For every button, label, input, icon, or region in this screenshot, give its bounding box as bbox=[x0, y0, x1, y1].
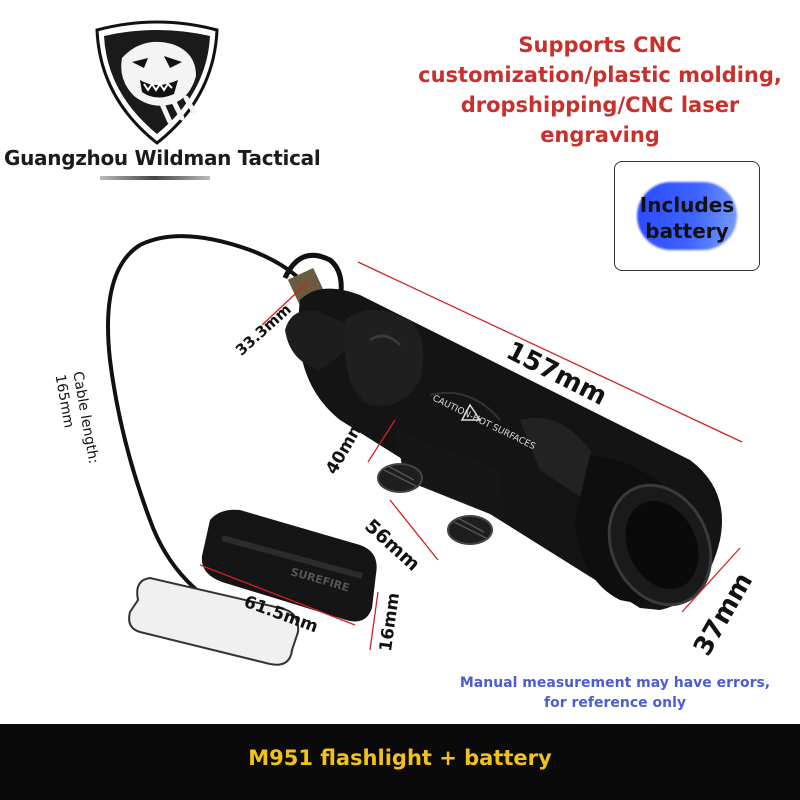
includes-battery-badge: Includes battery bbox=[614, 161, 760, 271]
note-line-1: Manual measurement may have errors, bbox=[459, 675, 771, 691]
measurement-note: Manual measurement may have errors, for … bbox=[450, 673, 780, 713]
promo-line-4: engraving bbox=[540, 123, 660, 147]
promo-line-1: Supports CNC bbox=[518, 33, 682, 57]
switch-dim-line bbox=[261, 281, 309, 326]
flashlight-body: CAUTION-HOT SURFACES bbox=[285, 288, 722, 610]
head-dim-line bbox=[681, 547, 741, 613]
dimension-lines bbox=[199, 261, 743, 651]
mount-height-dim-line bbox=[367, 419, 396, 463]
pressure-switch: SUREFIRE bbox=[201, 509, 377, 622]
pad-length-dim-line bbox=[199, 564, 356, 626]
note-line-2: for reference only bbox=[543, 695, 687, 711]
mount-width-dim-line bbox=[389, 499, 439, 561]
promo-line-2: customization/plastic molding, bbox=[418, 63, 782, 87]
warning-triangle-icon bbox=[460, 403, 482, 421]
badge-line-2: battery bbox=[645, 219, 729, 243]
pressure-switch-cable bbox=[106, 234, 312, 622]
badge-text: Includes battery bbox=[615, 192, 759, 244]
brand-logo bbox=[92, 18, 222, 148]
adhesive-pad bbox=[128, 576, 300, 666]
promo-text: Supports CNC customization/plastic moldi… bbox=[415, 30, 785, 150]
rail-mount bbox=[377, 430, 505, 545]
length-dim-line bbox=[357, 261, 743, 443]
bear-head-logo-icon bbox=[95, 20, 219, 145]
brand-underline bbox=[100, 176, 210, 180]
footer-title: M951 flashlight + battery bbox=[248, 746, 552, 770]
footer-bar bbox=[0, 724, 800, 800]
badge-highlight bbox=[637, 182, 737, 250]
promo-line-3: dropshipping/CNC laser bbox=[460, 93, 740, 117]
pad-width-dim-line bbox=[369, 591, 379, 651]
brand-name: Guangzhou Wildman Tactical bbox=[4, 146, 321, 170]
badge-line-1: Includes bbox=[639, 193, 735, 217]
